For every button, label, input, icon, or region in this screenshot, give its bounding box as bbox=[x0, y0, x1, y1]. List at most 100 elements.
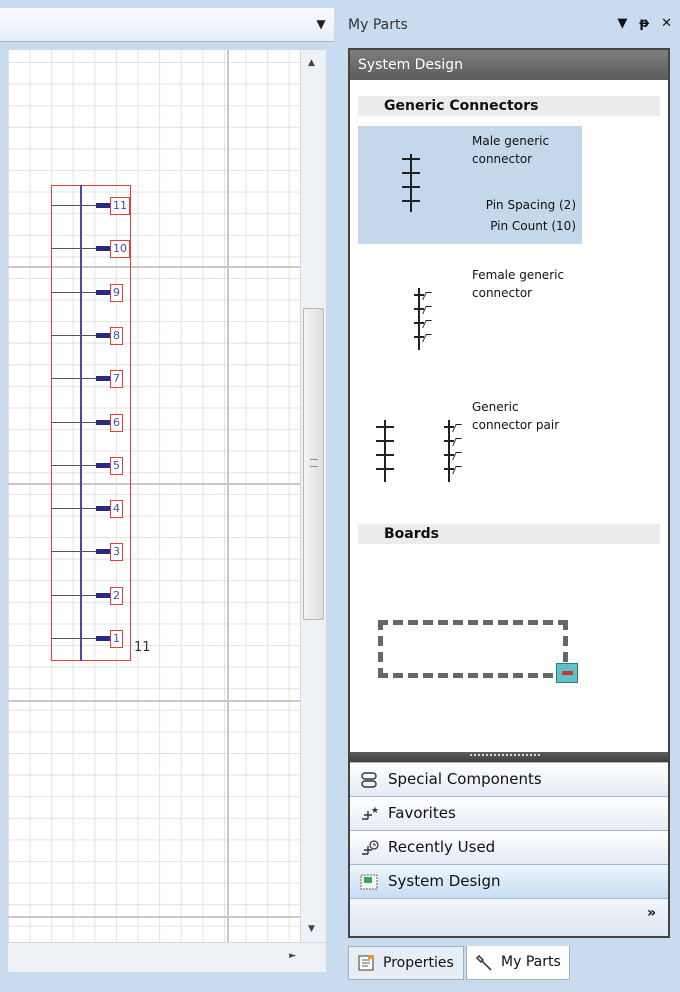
pin-number-label: 5 bbox=[110, 456, 123, 475]
connector-pin[interactable]: 8 bbox=[52, 326, 142, 346]
pin-terminal bbox=[96, 592, 110, 598]
connector-pin[interactable]: 1 bbox=[52, 629, 142, 649]
female-connector-icon bbox=[414, 288, 432, 350]
pin-terminal bbox=[96, 419, 110, 425]
grid-major-line bbox=[8, 700, 300, 702]
nav-recently-used[interactable]: Recently Used bbox=[350, 830, 668, 864]
pin-number-label: 3 bbox=[110, 543, 123, 562]
male-connector-icon bbox=[402, 154, 420, 212]
category-header-boards[interactable]: Boards bbox=[358, 524, 660, 544]
document-dropdown-button[interactable]: ▼ bbox=[316, 17, 326, 31]
connector-pin[interactable]: 5 bbox=[52, 456, 142, 476]
board-part-icon[interactable] bbox=[378, 620, 568, 678]
pin-lead bbox=[52, 205, 96, 206]
schematic-document: ▼ 11 10 9 8 7 6 5 4 3 2 1 11 ▲ ▼ ► bbox=[0, 0, 340, 992]
pin-terminal bbox=[96, 289, 110, 295]
tab-label: My Parts bbox=[501, 954, 561, 970]
pin-lead bbox=[52, 508, 96, 510]
pin-number-label: 9 bbox=[110, 283, 123, 302]
scroll-thumb[interactable] bbox=[303, 308, 324, 620]
part-item-female-generic-connector[interactable]: Female generic connector bbox=[358, 260, 582, 360]
panel-menu-dropdown-icon[interactable]: ▼ bbox=[617, 16, 628, 31]
pin-lead bbox=[52, 638, 96, 639]
my-parts-panel: My Parts ▼ ᵽ ✕ System Design Generic Con… bbox=[340, 0, 680, 992]
part-item-male-generic-connector[interactable]: Male generic connector Pin Spacing (2) P… bbox=[358, 126, 582, 244]
pin-terminal bbox=[96, 462, 110, 468]
tab-my-parts[interactable]: My Parts bbox=[466, 946, 570, 980]
panel-close-icon[interactable]: ✕ bbox=[661, 16, 672, 31]
pin-lead bbox=[52, 594, 96, 596]
part-pin-count: Pin Count (10) bbox=[490, 219, 576, 233]
pin-terminal bbox=[96, 376, 110, 382]
grid-major-line bbox=[227, 50, 229, 942]
component-outline bbox=[51, 185, 131, 661]
pin-lead bbox=[52, 464, 96, 466]
pin-lead bbox=[52, 291, 96, 293]
nav-system-design[interactable]: System Design bbox=[350, 864, 668, 898]
part-name: Male generic connector bbox=[472, 134, 550, 166]
connector-pin[interactable]: 2 bbox=[52, 586, 142, 606]
connector-pin[interactable]: 10 bbox=[52, 239, 142, 259]
grid-major-line bbox=[8, 266, 300, 268]
nav-label: Recently Used bbox=[388, 838, 496, 856]
connector-pair-female-icon bbox=[444, 420, 462, 482]
pin-lead bbox=[52, 421, 96, 423]
nav-label: Favorites bbox=[388, 804, 456, 822]
pin-terminal bbox=[96, 506, 110, 512]
special-components-icon bbox=[361, 772, 377, 788]
parts-list: Generic Connectors Male generic connecto… bbox=[350, 80, 668, 750]
nav-special-components[interactable]: Special Components bbox=[350, 762, 668, 796]
connector-pin[interactable]: 6 bbox=[52, 413, 142, 433]
pin-terminal bbox=[96, 332, 110, 338]
pin-number-label: 7 bbox=[110, 370, 123, 389]
board-shape-tool-icon bbox=[556, 663, 578, 683]
scroll-right-arrow-icon[interactable]: ► bbox=[289, 951, 296, 961]
recently-used-icon bbox=[362, 840, 379, 855]
grid-major-line bbox=[8, 916, 300, 918]
pin-number-label: 4 bbox=[110, 500, 123, 519]
pin-number-label: 2 bbox=[110, 586, 123, 605]
connector-pair-male-icon bbox=[376, 420, 394, 482]
properties-icon bbox=[358, 955, 374, 971]
parts-browser: System Design Generic Connectors Male ge… bbox=[348, 48, 670, 938]
svg-text:★: ★ bbox=[371, 806, 379, 816]
scroll-down-arrow-icon[interactable]: ▼ bbox=[308, 924, 315, 934]
component-bus-line bbox=[80, 185, 82, 661]
system-design-icon bbox=[360, 874, 378, 890]
pin-lead bbox=[52, 551, 96, 553]
pin-terminal bbox=[96, 549, 110, 555]
schematic-canvas[interactable]: 11 10 9 8 7 6 5 4 3 2 1 11 bbox=[8, 50, 300, 942]
scroll-up-arrow-icon[interactable]: ▲ bbox=[308, 58, 315, 68]
nav-favorites[interactable]: ★ Favorites bbox=[350, 796, 668, 830]
connector-pin[interactable]: 11 bbox=[52, 196, 142, 216]
component-pin-count-label: 11 bbox=[134, 640, 151, 655]
connector-pin[interactable]: 4 bbox=[52, 499, 142, 519]
connector-pin[interactable]: 3 bbox=[52, 542, 142, 562]
tab-label: Properties bbox=[383, 955, 454, 971]
category-header-generic-connectors[interactable]: Generic Connectors bbox=[358, 96, 660, 116]
part-pin-spacing: Pin Spacing (2) bbox=[485, 198, 576, 212]
pin-number-label: 1 bbox=[110, 630, 123, 648]
vertical-scrollbar[interactable]: ▲ ▼ bbox=[300, 50, 326, 942]
part-name: Female generic connector bbox=[472, 268, 565, 300]
panel-title: My Parts bbox=[348, 17, 408, 33]
chevron-double-right-icon: » bbox=[646, 905, 656, 921]
document-tab-strip: ▼ bbox=[0, 8, 334, 42]
connector-pin[interactable]: 9 bbox=[52, 283, 142, 303]
part-item-generic-connector-pair[interactable]: Generic connector pair bbox=[358, 392, 582, 502]
part-name: Generic connector pair bbox=[472, 400, 560, 432]
pin-number-label: 11 bbox=[110, 197, 130, 215]
pin-terminal bbox=[96, 203, 110, 208]
panel-pin-icon[interactable]: ᵽ bbox=[639, 16, 650, 31]
pin-number-label: 10 bbox=[110, 240, 130, 259]
pin-terminal bbox=[96, 246, 110, 252]
panel-splitter[interactable] bbox=[350, 752, 668, 762]
pin-number-label: 6 bbox=[110, 413, 123, 432]
pin-lead bbox=[52, 334, 96, 336]
connector-component[interactable]: 11 10 9 8 7 6 5 4 3 2 1 11 bbox=[8, 50, 300, 942]
nav-overflow-button[interactable]: » bbox=[350, 898, 668, 936]
connector-pin[interactable]: 7 bbox=[52, 369, 142, 389]
pin-lead bbox=[52, 248, 96, 250]
tab-properties[interactable]: Properties bbox=[348, 946, 464, 980]
horizontal-scrollbar[interactable]: ► bbox=[8, 942, 326, 972]
